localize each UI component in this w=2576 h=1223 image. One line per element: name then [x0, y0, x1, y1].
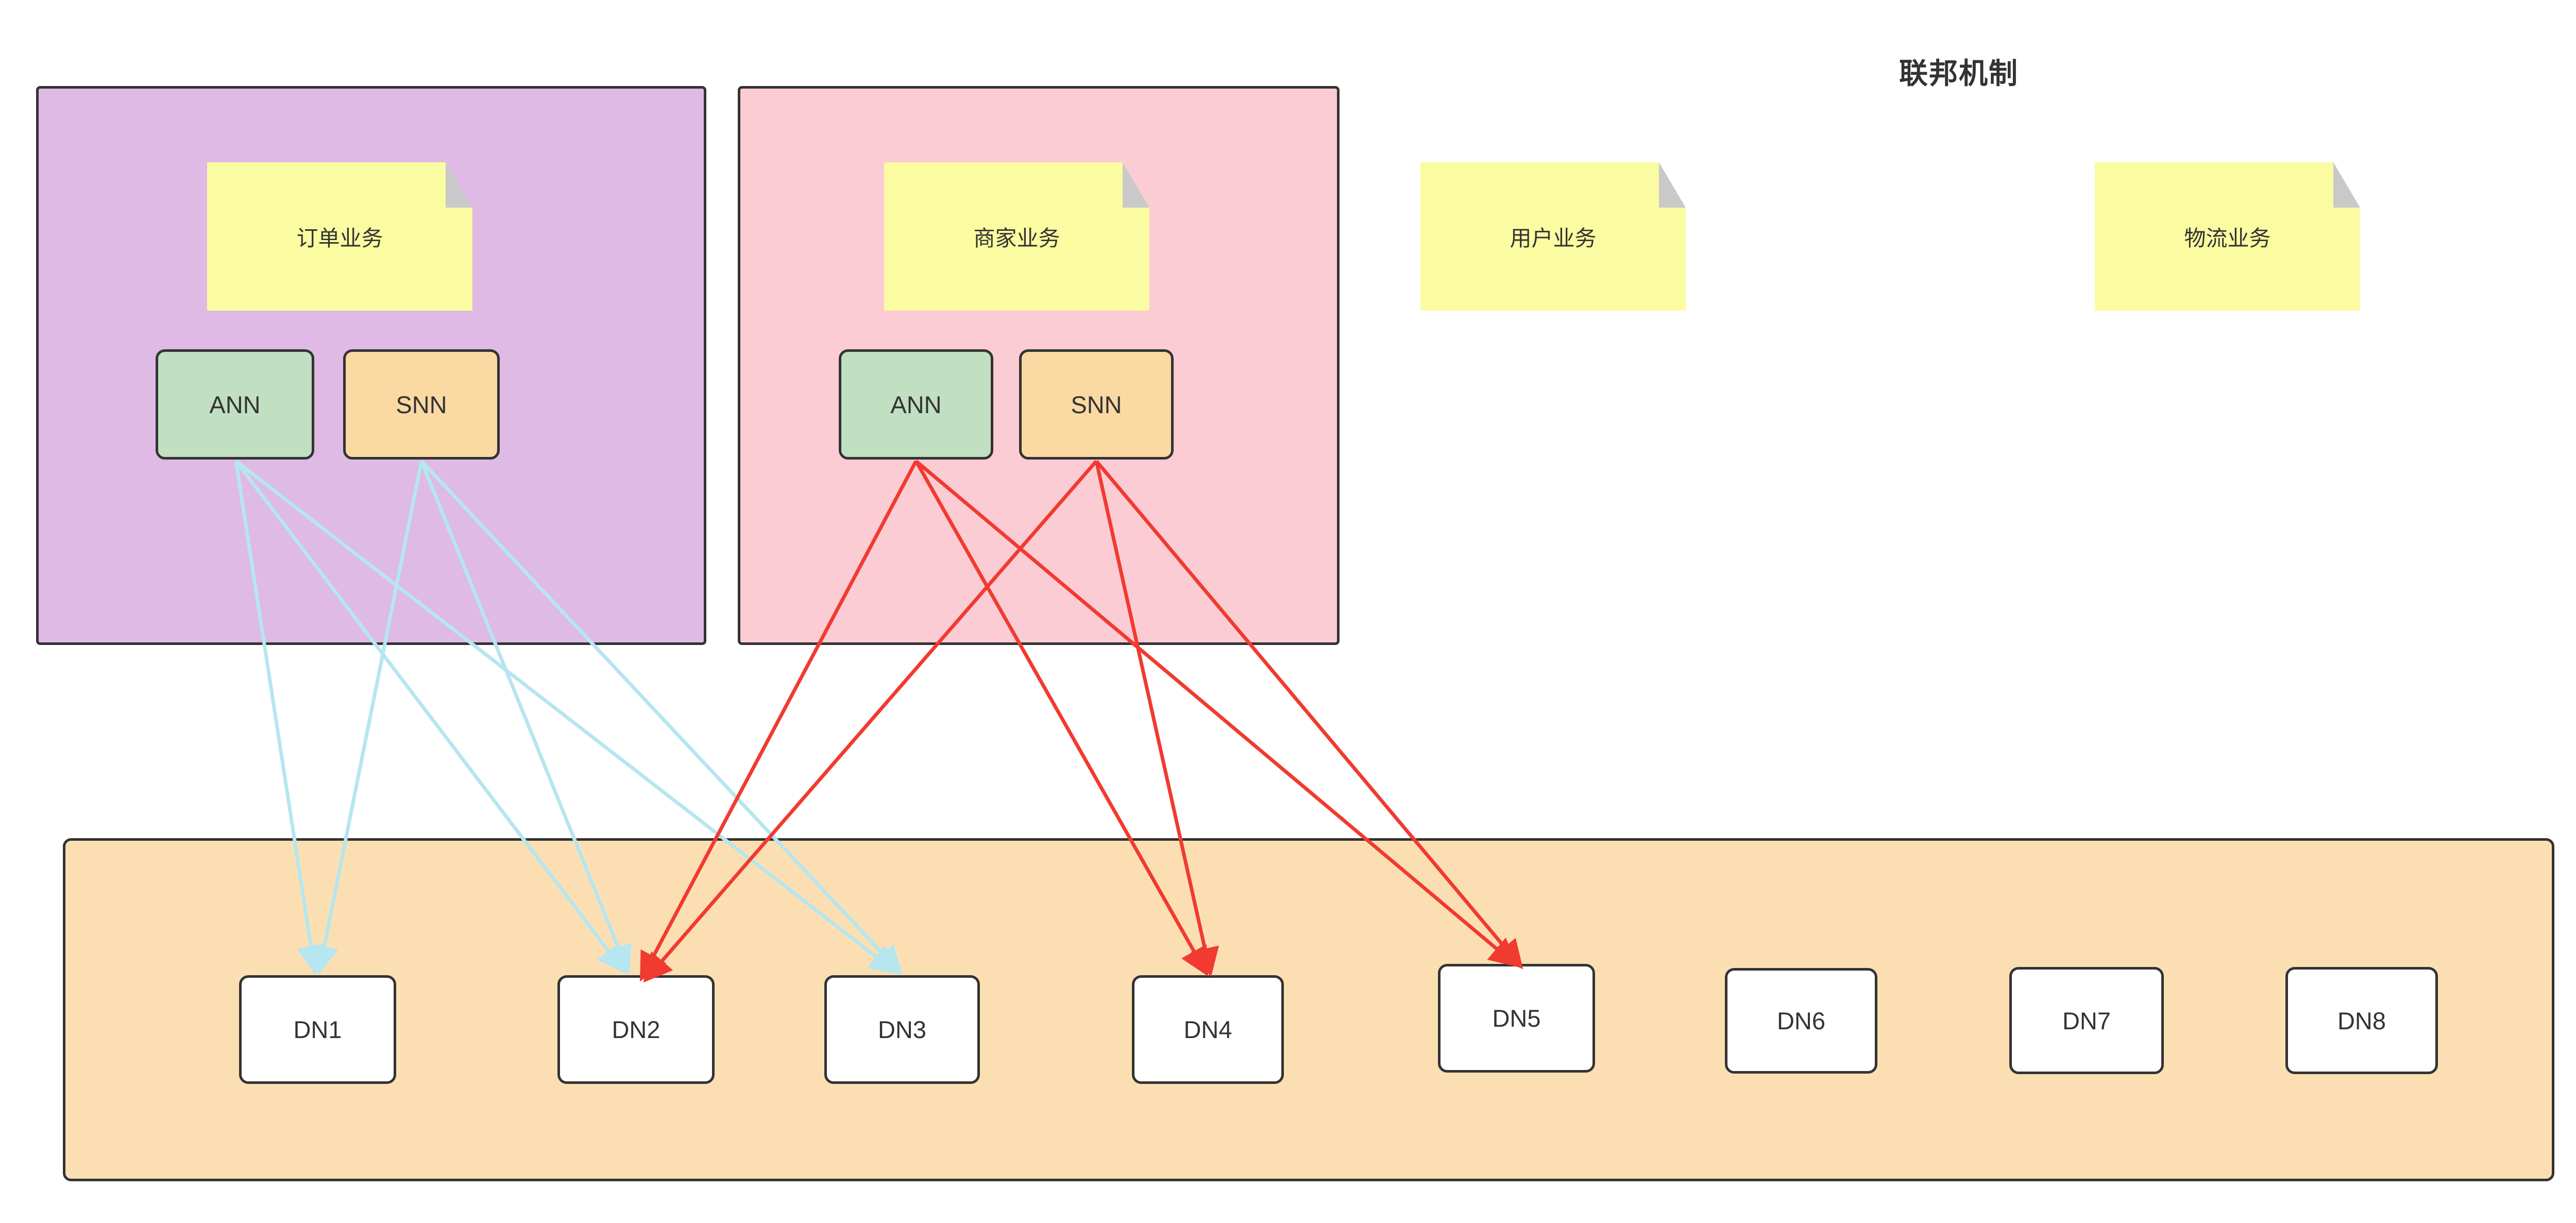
datanode-box[interactable]: DN7: [2009, 967, 2164, 1074]
sticky-label: 用户业务: [1510, 226, 1597, 250]
namenode-box-label: SNN: [396, 390, 447, 418]
datanode-box[interactable]: DN2: [557, 975, 715, 1084]
sticky-note[interactable]: 用户业务: [1420, 162, 1686, 311]
datanode-box[interactable]: DN3: [824, 975, 980, 1084]
datanode-box-label: DN3: [877, 1016, 927, 1043]
namenode-box-label: SNN: [1071, 390, 1122, 418]
datanode-band[interactable]: [63, 838, 2554, 1181]
sticky-note[interactable]: 商家业务: [884, 162, 1149, 311]
sticky-label: 商家业务: [973, 226, 1060, 250]
namenode-box-label: ANN: [890, 390, 942, 418]
namenode-box[interactable]: SNN: [1019, 349, 1174, 460]
datanode-box-label: DN1: [293, 1016, 342, 1043]
datanode-box[interactable]: DN1: [239, 975, 396, 1084]
datanode-box[interactable]: DN5: [1438, 964, 1595, 1073]
diagram-title: 联邦机制: [1899, 57, 2019, 90]
datanode-box[interactable]: DN6: [1725, 968, 1877, 1074]
namenode-box[interactable]: SNN: [343, 349, 500, 460]
datanode-box-label: DN7: [2062, 1007, 2111, 1034]
datanode-box-label: DN8: [2337, 1007, 2386, 1034]
datanode-box-label: DN4: [1183, 1016, 1232, 1043]
namenode-box[interactable]: ANN: [839, 349, 993, 460]
sticky-note[interactable]: 订单业务: [207, 162, 472, 311]
sticky-label: 物流业务: [2184, 226, 2271, 250]
datanode-box-label: DN2: [612, 1016, 660, 1043]
datanode-box[interactable]: DN4: [1132, 975, 1284, 1084]
sticky-note[interactable]: 物流业务: [2095, 162, 2360, 311]
sticky-fold-icon: [2333, 162, 2360, 208]
sticky-label: 订单业务: [296, 226, 383, 250]
datanode-box-label: DN6: [1776, 1007, 1826, 1034]
namenode-box[interactable]: ANN: [156, 349, 314, 460]
namenode-box-label: ANN: [209, 390, 261, 418]
datanode-box[interactable]: DN8: [2285, 967, 2438, 1074]
datanode-box-label: DN5: [1492, 1005, 1541, 1032]
sticky-fold-icon: [1659, 162, 1686, 208]
